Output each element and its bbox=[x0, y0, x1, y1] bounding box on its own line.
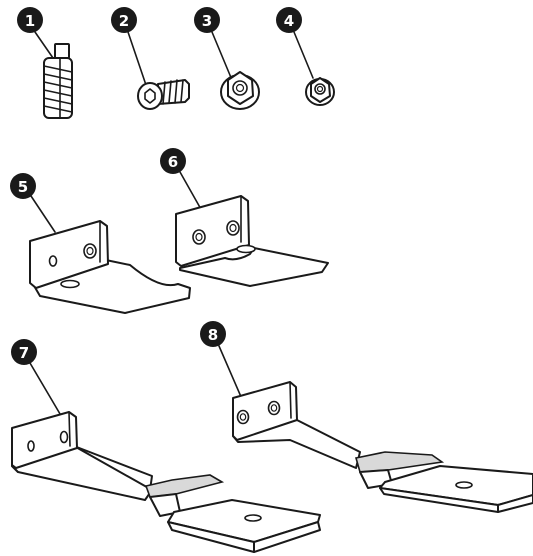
leader-line-6 bbox=[179, 171, 203, 212]
callout-badge-4: 4 bbox=[276, 7, 302, 33]
leader-line-7 bbox=[29, 362, 64, 420]
callout-number-5: 5 bbox=[18, 178, 28, 196]
long-bracket-left-part bbox=[11, 411, 321, 553]
callout-number-7: 7 bbox=[19, 344, 29, 362]
leader-line-5 bbox=[30, 195, 56, 233]
callout-badge-1: 1 bbox=[17, 7, 43, 33]
callout-number-3: 3 bbox=[202, 12, 212, 30]
leader-line-2 bbox=[127, 31, 148, 89]
callout-number-6: 6 bbox=[168, 153, 178, 171]
callout-badge-6: 6 bbox=[160, 148, 186, 174]
callout-number-4: 4 bbox=[284, 12, 294, 30]
callout-badge-3: 3 bbox=[194, 7, 220, 33]
short-bracket-right-part bbox=[175, 195, 329, 287]
torx-screw-part bbox=[137, 79, 190, 110]
leader-line-4 bbox=[293, 31, 314, 79]
callout-badge-5: 5 bbox=[10, 173, 36, 199]
callout-badge-7: 7 bbox=[11, 339, 37, 365]
callout-number-1: 1 bbox=[25, 12, 35, 30]
leader-line-3 bbox=[211, 31, 233, 81]
large-flange-nut-part bbox=[220, 71, 260, 110]
short-bracket-left-part bbox=[29, 220, 191, 314]
long-bracket-right-part bbox=[232, 381, 533, 513]
small-flange-nut-part bbox=[305, 77, 335, 106]
callout-number-2: 2 bbox=[119, 12, 129, 30]
callout-badge-2: 2 bbox=[111, 7, 137, 33]
leader-line-1 bbox=[34, 31, 54, 59]
callout-badge-8: 8 bbox=[200, 321, 226, 347]
stud-screw-part bbox=[43, 43, 73, 119]
callout-number-8: 8 bbox=[208, 326, 218, 344]
